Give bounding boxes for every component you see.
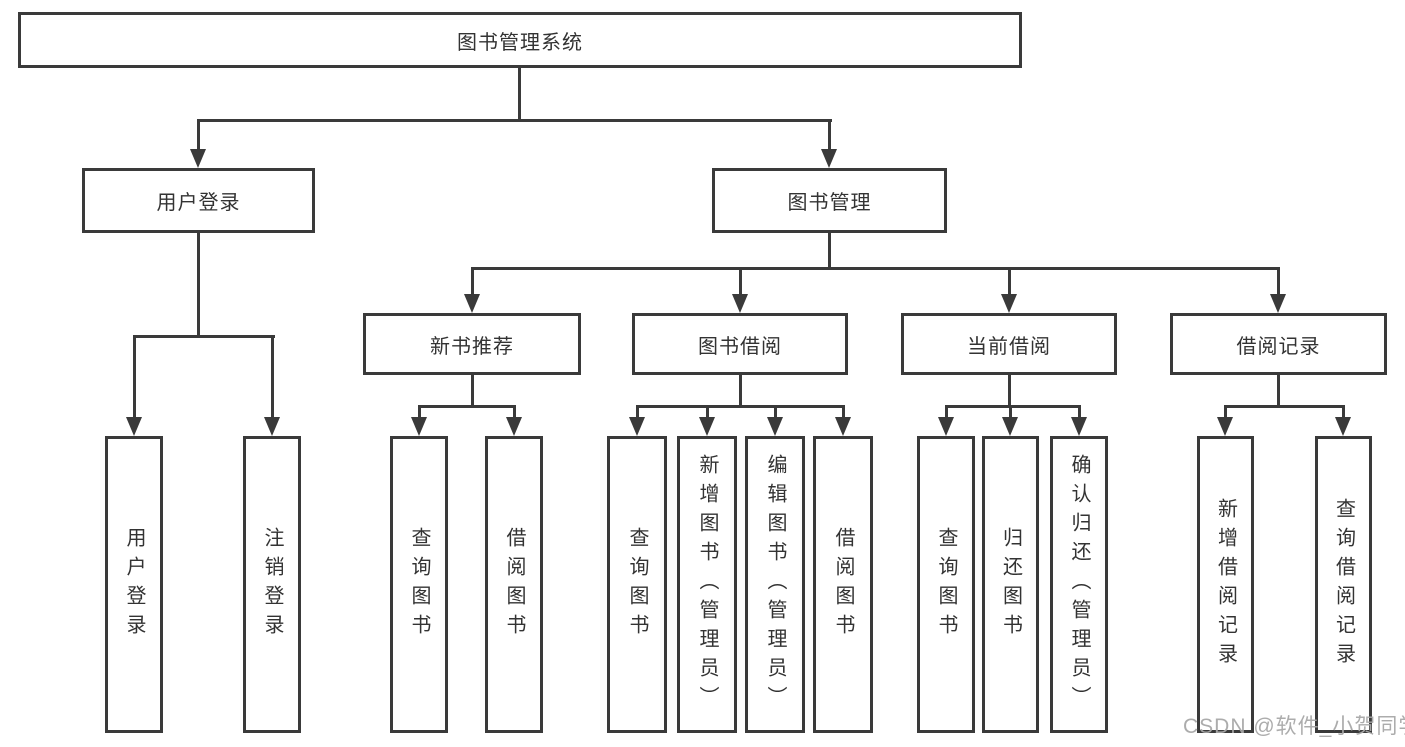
arrowhead: [1001, 294, 1017, 313]
connector: [842, 405, 845, 419]
arrowhead: [1002, 417, 1018, 436]
leaf-current-query-label: 查询图书: [935, 526, 957, 643]
connector: [513, 405, 516, 419]
connector: [471, 374, 474, 408]
leaf-newbook-query: 查询图书: [390, 436, 448, 733]
leaf-borrow-add-admin-label: 新增图书（管理员）: [696, 454, 718, 715]
connector: [518, 68, 521, 119]
connector: [1008, 374, 1011, 408]
leaf-record-query: 查询借阅记录: [1315, 436, 1372, 733]
connector: [706, 405, 709, 419]
node-new-book-recommend-label: 新书推荐: [430, 335, 514, 358]
node-book-management: 图书管理: [712, 168, 947, 233]
leaf-current-return: 归还图书: [982, 436, 1039, 733]
leaf-current-confirm-admin-label: 确认归还（管理员）: [1068, 454, 1090, 715]
node-current-borrow: 当前借阅: [901, 313, 1117, 375]
leaf-newbook-borrow-label: 借阅图书: [503, 526, 525, 643]
arrowhead: [767, 417, 783, 436]
arrowhead: [1335, 417, 1351, 436]
arrowhead: [190, 149, 206, 168]
connector: [1009, 405, 1012, 419]
node-borrow-record: 借阅记录: [1170, 313, 1387, 375]
leaf-record-query-label: 查询借阅记录: [1332, 497, 1355, 672]
node-root-label: 图书管理系统: [457, 31, 583, 54]
connector: [471, 267, 474, 295]
connector: [1224, 405, 1227, 419]
arrowhead: [821, 149, 837, 168]
arrowhead: [1270, 294, 1286, 313]
leaf-borrow-query: 查询图书: [607, 436, 667, 733]
connector: [828, 119, 831, 150]
leaf-record-add: 新增借阅记录: [1197, 436, 1254, 733]
leaf-borrow-book: 借阅图书: [813, 436, 873, 733]
arrowhead: [1217, 417, 1233, 436]
connector: [1277, 267, 1280, 295]
connector: [636, 405, 845, 408]
connector: [636, 405, 639, 419]
node-book-borrow-label: 图书借阅: [698, 335, 782, 358]
node-user-login: 用户登录: [82, 168, 315, 233]
connector: [945, 405, 1081, 408]
connector: [945, 405, 948, 419]
connector: [418, 405, 421, 419]
leaf-user-login-label: 用户登录: [123, 526, 145, 643]
leaf-borrow-query-label: 查询图书: [626, 526, 648, 643]
arrowhead: [464, 294, 480, 313]
arrowhead: [126, 417, 142, 436]
connector: [1277, 374, 1280, 408]
connector: [133, 335, 136, 418]
arrowhead: [629, 417, 645, 436]
connector: [197, 119, 200, 150]
connector: [1008, 267, 1011, 295]
connector: [1342, 405, 1345, 419]
node-book-borrow: 图书借阅: [632, 313, 848, 375]
connector: [774, 405, 777, 419]
leaf-current-return-label: 归还图书: [999, 526, 1022, 643]
connector: [739, 374, 742, 408]
csdn-watermark: CSDN @软件_小贺同学: [1183, 715, 1405, 738]
arrowhead: [732, 294, 748, 313]
connector: [271, 335, 274, 418]
connector: [197, 119, 832, 122]
connector: [739, 267, 742, 295]
node-root: 图书管理系统: [18, 12, 1022, 68]
connector: [1224, 405, 1345, 408]
arrowhead: [411, 417, 427, 436]
arrowhead: [835, 417, 851, 436]
arrowhead: [1071, 417, 1087, 436]
leaf-current-query: 查询图书: [917, 436, 975, 733]
leaf-borrow-edit-admin-label: 编辑图书（管理员）: [764, 454, 786, 715]
leaf-borrow-add-admin: 新增图书（管理员）: [677, 436, 737, 733]
connector: [418, 405, 516, 408]
node-new-book-recommend: 新书推荐: [363, 313, 581, 375]
node-user-login-label: 用户登录: [156, 192, 241, 214]
connector: [197, 233, 200, 337]
connector: [471, 267, 1280, 270]
connector: [133, 335, 275, 338]
leaf-borrow-book-label: 借阅图书: [832, 526, 854, 643]
arrowhead: [938, 417, 954, 436]
node-book-management-label: 图书管理: [787, 192, 872, 214]
leaf-borrow-edit-admin: 编辑图书（管理员）: [745, 436, 805, 733]
leaf-user-login: 用户登录: [105, 436, 163, 733]
arrowhead: [506, 417, 522, 436]
leaf-newbook-query-label: 查询图书: [408, 526, 430, 643]
node-current-borrow-label: 当前借阅: [967, 335, 1051, 358]
arrowhead: [264, 417, 280, 436]
connector: [1078, 405, 1081, 419]
leaf-current-confirm-admin: 确认归还（管理员）: [1050, 436, 1108, 733]
node-borrow-record-label: 借阅记录: [1236, 335, 1321, 358]
leaf-logout-label: 注销登录: [261, 526, 283, 643]
connector: [828, 233, 831, 269]
leaf-record-add-label: 新增借阅记录: [1214, 497, 1237, 672]
leaf-logout: 注销登录: [243, 436, 301, 733]
arrowhead: [699, 417, 715, 436]
leaf-newbook-borrow: 借阅图书: [485, 436, 543, 733]
